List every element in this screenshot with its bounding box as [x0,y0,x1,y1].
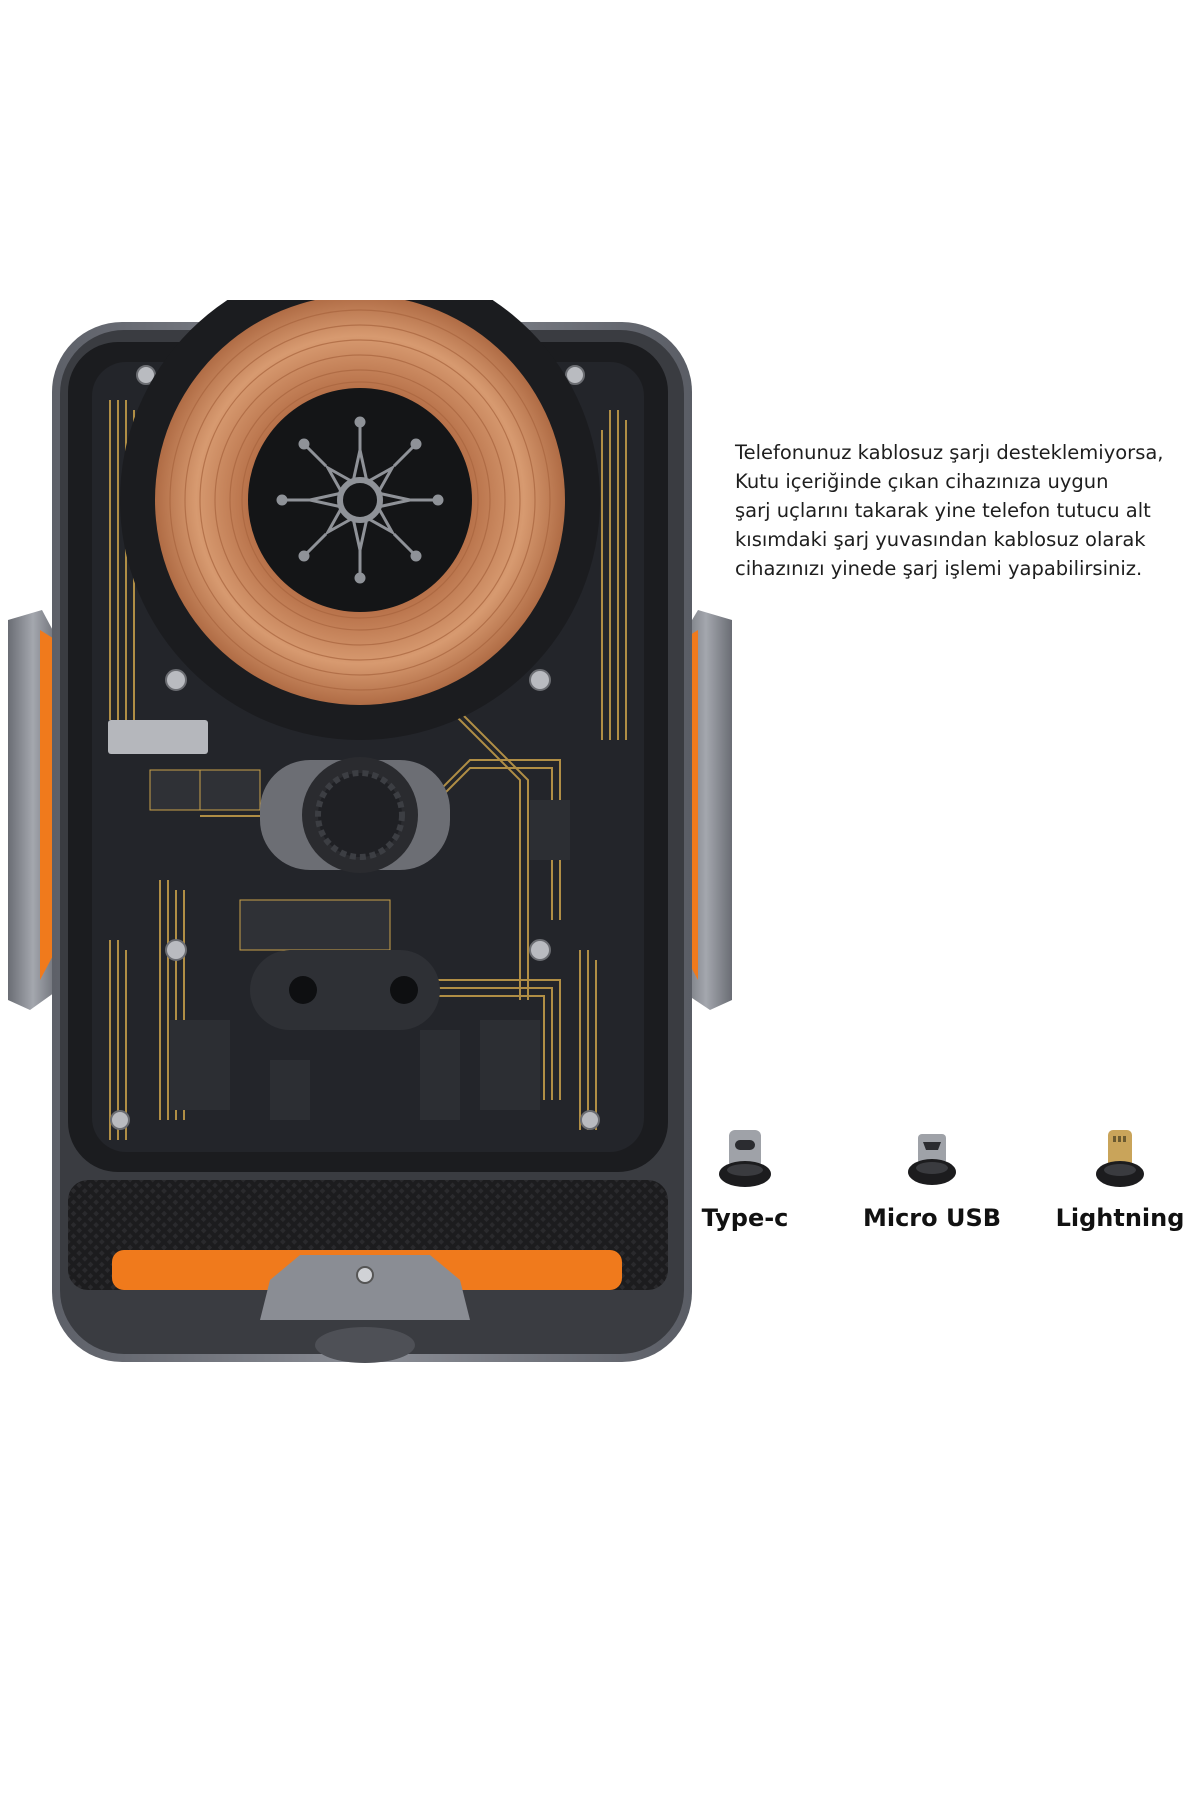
left-clamp-arm [8,610,58,1010]
phone-holder-image [8,300,732,1363]
micro-usb-connector-icon [908,1134,956,1185]
description-line: şarj uçlarını takarak yine telefon tutuc… [735,499,1151,522]
description-line: cihazınızı yinede şarj işlemi yapabilirs… [735,557,1143,580]
description-text: Telefonunuz kablosuz şarjı desteklemiyor… [735,438,1195,583]
tip-label: Lightning [1055,1204,1185,1232]
description-line: Telefonunuz kablosuz şarjı desteklemiyor… [735,441,1164,464]
tip-label: Type-c [701,1204,789,1232]
sun-emblem-icon [276,416,444,584]
type-c-connector-icon [719,1130,771,1187]
lightning-tip: Lightning [1035,1128,1200,1248]
description-line: kısımdaki şarj yuvasından kablosuz olara… [735,528,1146,551]
tip-label: Micro USB [862,1204,1002,1232]
description-line: Kutu içeriğinde çıkan cihazınıza uygun [735,470,1109,493]
type-c-tip: Type-c [660,1128,830,1248]
micro-usb-tip: Micro USB [847,1128,1017,1248]
lightning-connector-icon [1096,1130,1144,1187]
